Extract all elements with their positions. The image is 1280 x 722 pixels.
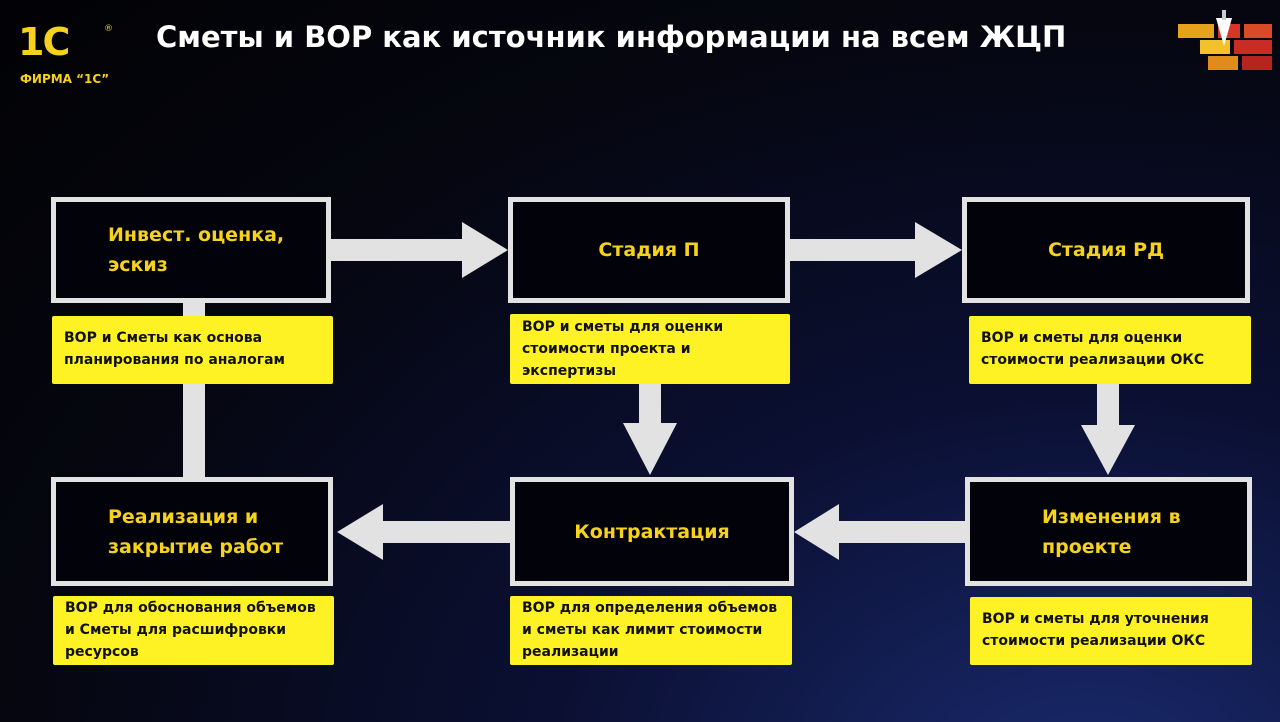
registered-icon: ®: [104, 24, 113, 34]
logo-mark: 1С: [18, 20, 70, 64]
stage-realization-label: Реализация и закрытие работ: [108, 505, 284, 558]
note-changes: ВОР и сметы для уточнения стоимости реал…: [970, 597, 1252, 665]
arrow-invest-to-p: [330, 239, 465, 261]
note-stage-rd: ВОР и сметы для оценки стоимости реализа…: [969, 316, 1251, 384]
stage-contracting: Контрактация: [510, 477, 794, 586]
note-invest: ВОР и Сметы как основа планирования по а…: [52, 316, 333, 384]
stage-invest: Инвест. оценка, эскиз: [51, 197, 331, 303]
arrow-contracting-to-realization: [380, 521, 514, 543]
company-logo: 1С ® ФИРМА “1С”: [18, 22, 128, 98]
arrow-p-to-contracting: [639, 382, 661, 426]
stage-contracting-label: Контрактация: [574, 520, 730, 543]
arrow-p-to-rd: [790, 239, 918, 261]
arrow-rd-to-changes: [1097, 384, 1119, 428]
stage-realization: Реализация и закрытие работ: [51, 477, 333, 586]
note-contracting: ВОР для определения объемов и сметы как …: [510, 596, 792, 665]
arrow-changes-to-contracting: [836, 521, 970, 543]
brick-trowel-icon: [1178, 10, 1272, 70]
stage-changes: Изменения в проекте: [965, 477, 1252, 586]
slide-title: Сметы и ВОР как источник информации на в…: [156, 20, 1067, 54]
stage-invest-label: Инвест. оценка, эскиз: [108, 224, 285, 276]
stage-rd: Стадия РД: [962, 197, 1250, 303]
stage-p: Стадия П: [508, 197, 790, 303]
stage-changes-label: Изменения в проекте: [1042, 505, 1181, 558]
logo-caption: ФИРМА “1С”: [20, 72, 110, 86]
note-stage-p: ВОР и сметы для оценки стоимости проекта…: [510, 314, 790, 384]
stage-p-label: Стадия П: [598, 239, 700, 261]
note-realization: ВОР для обоснования объемов и Сметы для …: [53, 596, 334, 665]
stage-rd-label: Стадия РД: [1047, 239, 1165, 261]
